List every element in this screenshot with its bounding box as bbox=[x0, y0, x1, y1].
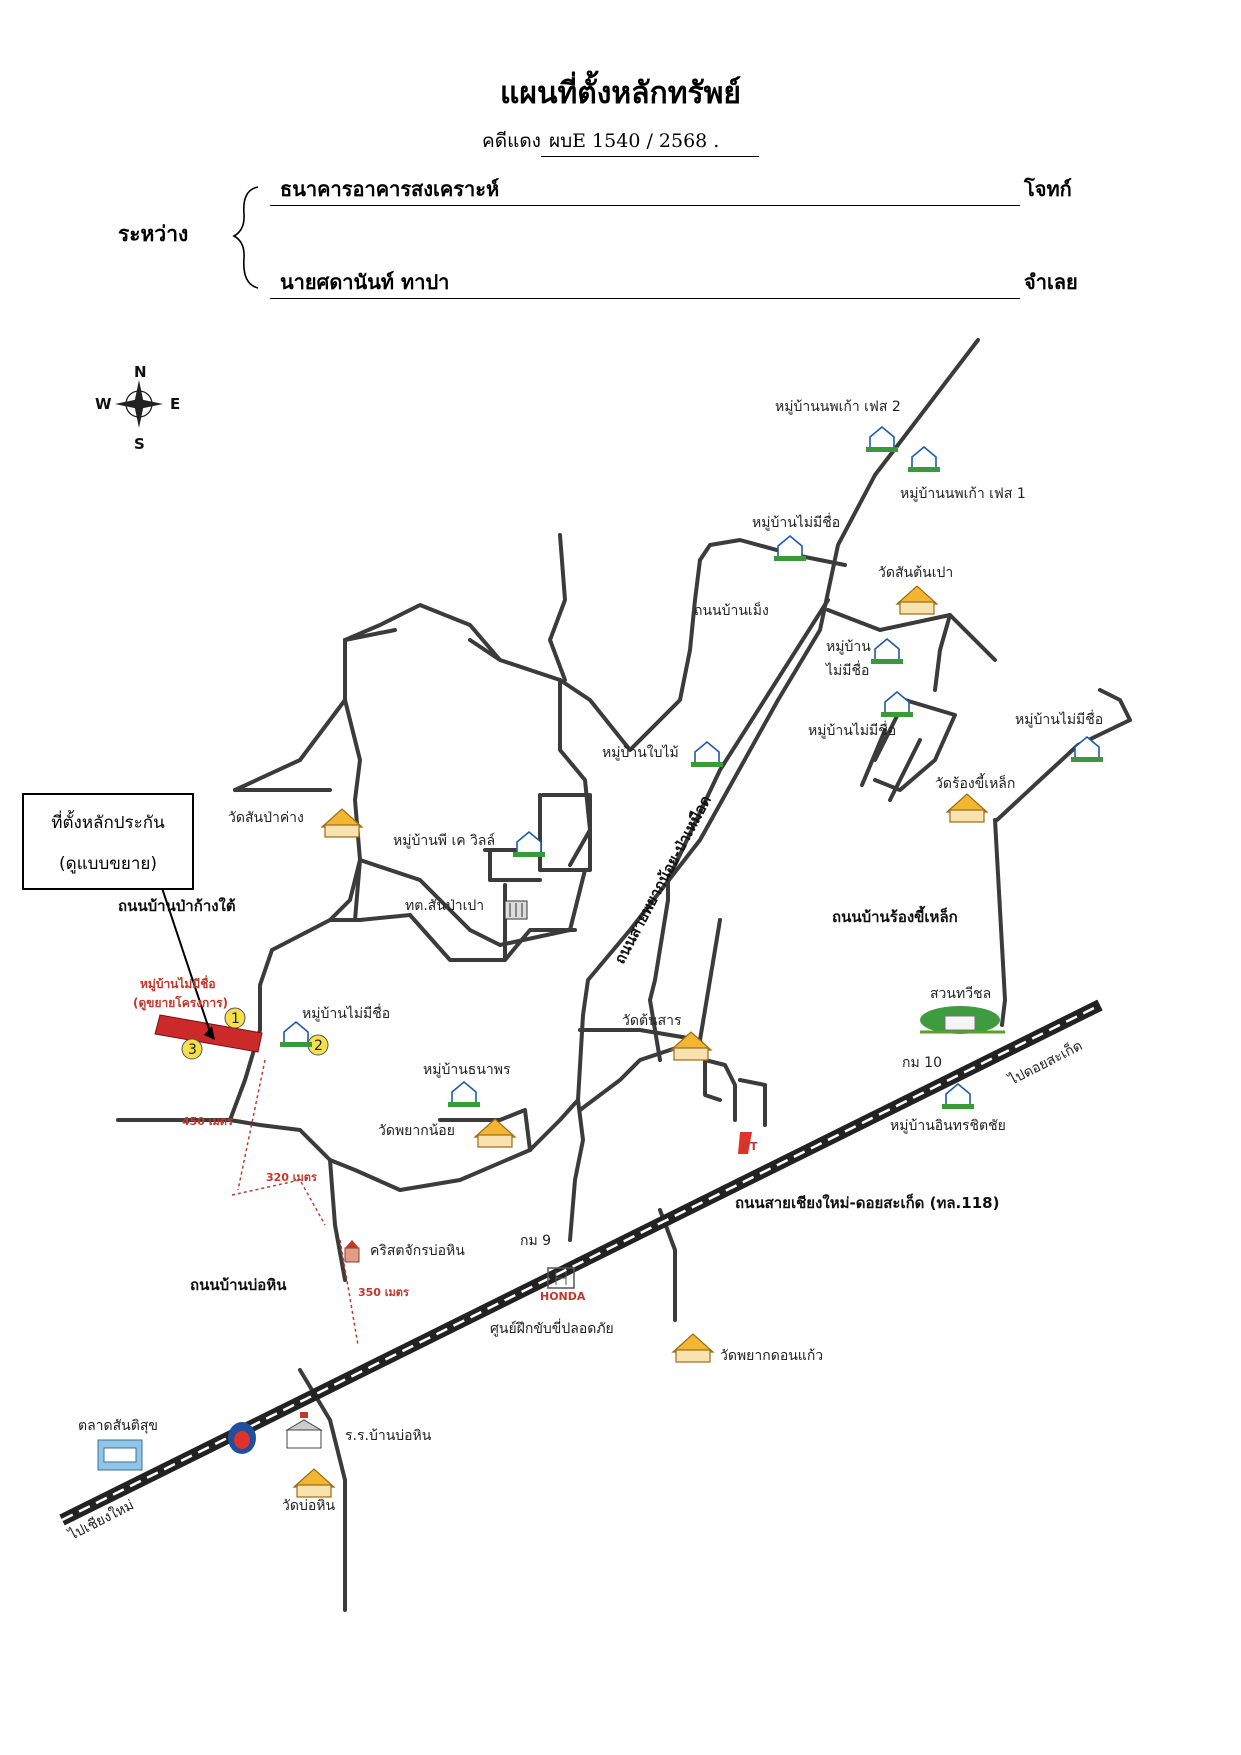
defendant-role: จำเลย bbox=[1024, 270, 1078, 294]
temple-san-ton-pao: วัดสันต้นเปา bbox=[878, 565, 953, 581]
pt-station-icon bbox=[738, 1132, 752, 1154]
village-nopkao-2: หมู่บ้านนพเก้า เฟส 2 bbox=[775, 399, 901, 415]
compass-rose-icon: N S E W bbox=[95, 363, 180, 453]
collateral-site-marker bbox=[154, 887, 263, 1053]
case-label: คดีแดง bbox=[482, 130, 541, 152]
ptt-gas-icon bbox=[228, 1422, 256, 1454]
house-icon bbox=[448, 1080, 480, 1107]
temple-phayak-don-kaeo: วัดพยากดอนแก้ว bbox=[720, 1348, 823, 1364]
driving-center-label: ศูนย์ฝึกขับขี่ปลอดภัย bbox=[490, 1319, 614, 1337]
case-number-line: คดีแดงผบE 1540 / 2568 . bbox=[0, 126, 1241, 157]
park-label: สวนทวีชล bbox=[930, 986, 991, 1002]
school-icon bbox=[285, 1412, 323, 1449]
road-bo-hin: ถนนบ้านบ่อหิน bbox=[190, 1276, 287, 1294]
km9-label: กม 9 bbox=[520, 1233, 551, 1249]
defendant-name: นายศดานันท์ ทาปา bbox=[270, 266, 1020, 299]
case-number: ผบE 1540 / 2568 . bbox=[540, 126, 759, 157]
km10-label: กม 10 bbox=[902, 1055, 942, 1071]
house-icon bbox=[691, 740, 723, 767]
project-village-label: หมู่บ้านไม่มีชื่อ bbox=[140, 975, 216, 992]
temple-san-pa-kang: วัดสันป่าค่าง bbox=[228, 810, 304, 826]
temple-ton-san: วัดต้นสาร bbox=[622, 1013, 682, 1029]
compass-south: S bbox=[134, 435, 145, 453]
church-label: คริสตจักรบ่อหิน bbox=[370, 1243, 465, 1259]
honda-label: HONDA bbox=[540, 1290, 586, 1303]
distance-320: 320 เมตร bbox=[266, 1171, 317, 1184]
house-icon bbox=[280, 1020, 312, 1047]
village-bai-mai: หมู่บ้านใบไม้ bbox=[602, 744, 679, 761]
village-noname-3: หมู่บ้านไม่มีชื่อ bbox=[808, 721, 896, 739]
village-nopkao-1: หมู่บ้านนพเก้า เฟส 1 bbox=[900, 486, 1026, 502]
village-noname-5: หมู่บ้านไม่มีชื่อ bbox=[302, 1004, 390, 1022]
house-icon bbox=[942, 1082, 974, 1109]
church-icon bbox=[344, 1240, 360, 1263]
house-icons bbox=[280, 425, 1103, 1109]
marker-1: 1 bbox=[231, 1011, 240, 1027]
house-icon bbox=[866, 425, 898, 452]
pt-label: PT bbox=[742, 1140, 758, 1153]
between-label: ระหว่าง bbox=[118, 221, 189, 246]
collateral-location-box: ที่ตั้งหลักประกัน (ดูแบบขยาย) bbox=[22, 793, 194, 890]
house-icon bbox=[513, 830, 545, 857]
party-brace bbox=[232, 186, 259, 289]
house-icon bbox=[774, 534, 806, 561]
house-icon bbox=[1071, 735, 1103, 762]
village-noname-2-line2: ไม่มีชื่อ bbox=[825, 661, 869, 679]
village-noname-2-line1: หมู่บ้าน bbox=[826, 639, 871, 655]
market-label: ตลาดสันติสุข bbox=[78, 1418, 158, 1434]
honda-logo-icon bbox=[547, 1267, 575, 1289]
road-rong-khi-lek: ถนนบ้านร้องขี้เหล็ก bbox=[832, 905, 958, 926]
village-noname-1: หมู่บ้านไม่มีชื่อ bbox=[752, 513, 840, 531]
temple-icon bbox=[945, 793, 989, 823]
temple-icon bbox=[669, 1031, 713, 1061]
temple-rong-khi-lek: วัดร้องขี้เหล็ก bbox=[935, 773, 1015, 792]
distance-lines bbox=[231, 1059, 359, 1346]
house-icon bbox=[908, 445, 940, 472]
village-inthakhit: หมู่บ้านอินทรชิตชัย bbox=[890, 1118, 1006, 1134]
house-icon bbox=[871, 637, 903, 664]
tambon-office-icon bbox=[504, 900, 528, 920]
temple-icon bbox=[320, 808, 364, 838]
road-pa-kang-tai: ถนนบ้านป่าก้างใต้ bbox=[118, 897, 236, 915]
park-icon bbox=[920, 1006, 1005, 1034]
distance-450: 450 เมตร bbox=[182, 1115, 233, 1128]
road-ban-meng: ถนนบ้านเม็ง bbox=[694, 601, 769, 619]
house-icon bbox=[881, 690, 913, 717]
location-box-line1: ที่ตั้งหลักประกัน bbox=[51, 813, 165, 833]
map-labels: หมู่บ้านนพเก้า เฟส 2 หมู่บ้านนพเก้า เฟส … bbox=[65, 399, 1103, 1544]
village-thanaporn: หมู่บ้านธนาพร bbox=[423, 1062, 511, 1078]
tambon-office-label: ทต.สันป่าเปา bbox=[405, 898, 484, 914]
temple-icon bbox=[473, 1118, 517, 1148]
plaintiff-name: ธนาคารอาคารสงเคราะห์ bbox=[270, 173, 1020, 206]
temple-icon bbox=[671, 1333, 715, 1363]
document-title: แผนที่ตั้งหลักทรัพย์ bbox=[500, 76, 741, 111]
marker-circles: 1 2 3 bbox=[181, 1007, 329, 1060]
project-village-sub: (ดูขยายโครงการ) bbox=[133, 995, 228, 1011]
plaintiff-role: โจทก์ bbox=[1024, 177, 1072, 201]
temple-icon bbox=[292, 1468, 336, 1498]
school-label: ร.ร.บ้านบ่อหิน bbox=[345, 1428, 432, 1444]
temple-phayak-noi: วัดพยากน้อย bbox=[378, 1123, 455, 1139]
compass-east: E bbox=[170, 395, 180, 413]
temple-bo-hin: วัดบ่อหิน bbox=[282, 1498, 335, 1514]
location-box-line2: (ดูแบบขยาย) bbox=[59, 854, 157, 874]
temple-icons bbox=[292, 585, 989, 1498]
temple-icon bbox=[895, 585, 939, 615]
marker-2: 2 bbox=[314, 1038, 323, 1054]
road-highway-118: ถนนสายเชียงใหม่-ดอยสะเก็ด (ทล.118) bbox=[735, 1193, 999, 1212]
compass-north: N bbox=[134, 363, 147, 381]
village-noname-4: หมู่บ้านไม่มีชื่อ bbox=[1015, 710, 1103, 728]
village-pk-ville: หมู่บ้านพี เค วิลล์ bbox=[393, 832, 495, 849]
marker-3: 3 bbox=[188, 1042, 197, 1058]
compass-west: W bbox=[95, 395, 112, 413]
market-icon bbox=[97, 1439, 143, 1471]
distance-350: 350 เมตร bbox=[358, 1286, 409, 1299]
